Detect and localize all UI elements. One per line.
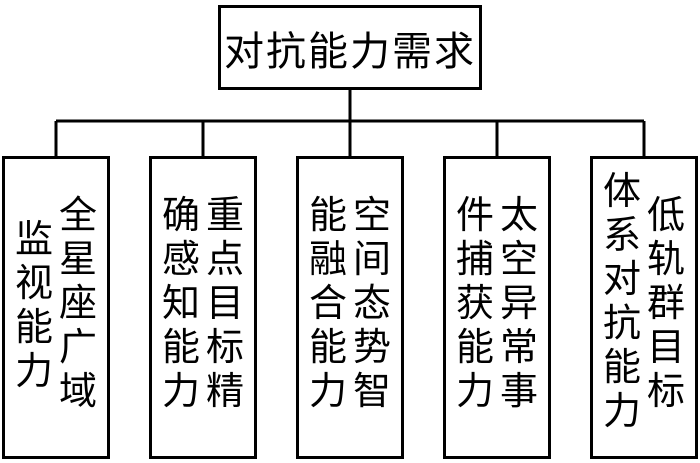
child-node-2: 重点目标精 确感知能力 [149,156,257,459]
vertical-char: 视 [14,261,53,305]
vertical-char: 太 [499,193,538,237]
vertical-char: 获 [455,281,494,325]
child-node-3-left-column: 能融合能力 [305,159,351,456]
child-node-1-right-column: 全星座广域 [55,159,101,456]
child-node-5: 低轨群目标 体系对抗能力 [590,156,698,459]
vertical-char: 体 [602,169,641,213]
vertical-char: 监 [14,217,53,261]
vertical-char: 感 [161,237,200,281]
vertical-char: 精 [205,369,244,413]
vertical-char: 重 [205,193,244,237]
vertical-char: 全 [58,193,97,237]
vertical-char: 座 [58,281,97,325]
vertical-char: 空 [499,237,538,281]
child-node-4: 太空异常事 件捕获能力 [443,156,551,459]
vertical-char: 目 [205,281,244,325]
child-node-2-left-column: 确感知能力 [158,159,204,456]
vertical-char: 广 [58,325,97,369]
vertical-char: 标 [205,325,244,369]
vertical-char: 合 [308,281,347,325]
vertical-char: 融 [308,237,347,281]
vertical-char: 轨 [646,237,685,281]
vertical-char: 能 [161,325,200,369]
vertical-char: 力 [455,369,494,413]
vertical-char: 点 [205,237,244,281]
child-node-4-right-column: 太空异常事 [496,159,542,456]
vertical-char: 能 [308,325,347,369]
child-node-4-left-column: 件捕获能力 [452,159,498,456]
vertical-char: 域 [58,369,97,413]
vertical-char: 常 [499,325,538,369]
vertical-char: 捕 [455,237,494,281]
vertical-char: 力 [602,389,641,433]
vertical-char: 星 [58,237,97,281]
root-node-label: 对抗能力需求 [224,28,476,75]
vertical-char: 确 [161,193,200,237]
vertical-char: 力 [161,369,200,413]
vertical-char: 件 [455,193,494,237]
vertical-char: 事 [499,369,538,413]
vertical-char: 系 [602,213,641,257]
vertical-char: 力 [308,369,347,413]
vertical-char: 异 [499,281,538,325]
vertical-char: 能 [455,325,494,369]
child-node-5-right-column: 低轨群目标 [643,159,689,456]
vertical-char: 智 [352,369,391,413]
vertical-char: 标 [646,369,685,413]
vertical-char: 态 [352,281,391,325]
vertical-char: 抗 [602,301,641,345]
root-node: 对抗能力需求 [218,5,482,90]
vertical-char: 能 [308,193,347,237]
vertical-char: 能 [602,345,641,389]
vertical-char: 知 [161,281,200,325]
vertical-char: 势 [352,325,391,369]
vertical-char: 空 [352,193,391,237]
child-node-3-right-column: 空间态势智 [349,159,395,456]
vertical-char: 能 [14,305,53,349]
child-node-1: 全星座广域 监视能力 [2,156,110,459]
child-node-1-left-column: 监视能力 [11,159,57,456]
child-node-3: 空间态势智 能融合能力 [296,156,404,459]
child-node-2-right-column: 重点目标精 [202,159,248,456]
child-node-5-left-column: 体系对抗能力 [599,159,645,456]
vertical-char: 对 [602,257,641,301]
vertical-char: 群 [646,281,685,325]
vertical-char: 低 [646,193,685,237]
vertical-char: 目 [646,325,685,369]
vertical-char: 间 [352,237,391,281]
vertical-char: 力 [14,349,53,393]
